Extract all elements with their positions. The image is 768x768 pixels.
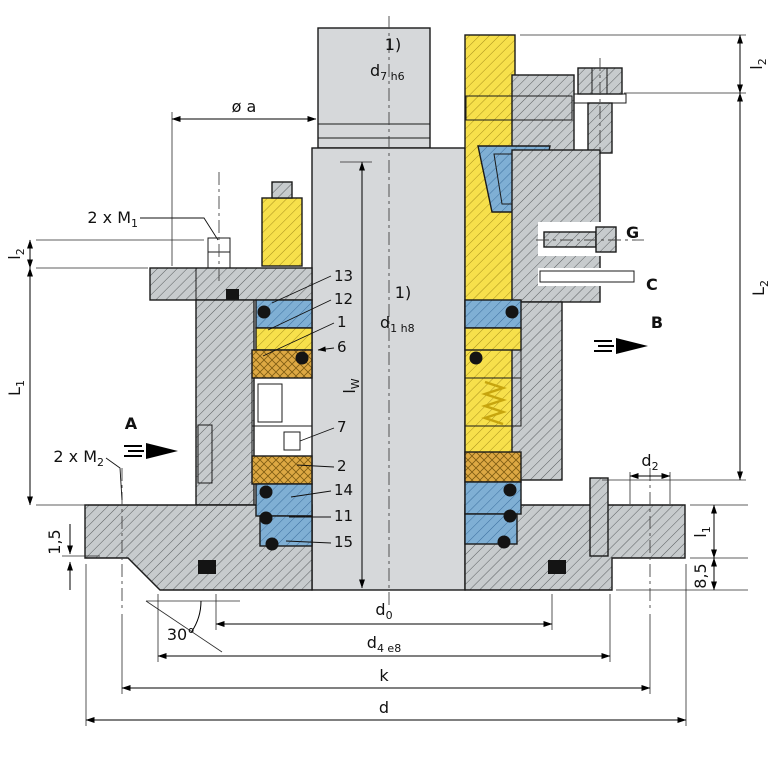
dim-label-d: d: [379, 698, 389, 717]
angle-arc: [191, 600, 202, 632]
part-label-12: 12: [334, 290, 353, 308]
part-label-14: 14: [334, 481, 353, 499]
dim-label-angle: 30°: [167, 625, 195, 644]
part-label-6: 6: [337, 338, 347, 356]
leader-7: [299, 427, 335, 442]
flow-arrow-a: [146, 443, 178, 459]
flange-gasket: [198, 560, 216, 574]
clamp-washer: [465, 95, 573, 121]
shaft-upper-section: [317, 27, 431, 149]
leader-14: [290, 490, 332, 498]
label-B: B: [651, 313, 663, 332]
left-gland: [149, 181, 313, 506]
o-ring: [497, 535, 511, 549]
o-ring: [505, 305, 519, 319]
dim-label-l2-top: l2: [747, 58, 768, 69]
part-label-11: 11: [334, 507, 353, 525]
dim-label-L1: L1: [5, 380, 27, 396]
part-label-2: 2: [337, 457, 347, 475]
o-ring: [265, 537, 279, 551]
leader-12: [267, 299, 332, 331]
g-screw-shaft: [543, 231, 597, 248]
right-housing: [511, 149, 642, 481]
drive-ring: [251, 425, 313, 457]
flange-right: [464, 504, 686, 591]
o-ring: [503, 509, 517, 523]
packing-ring-lower: [251, 455, 313, 485]
flow-arrow-b: [616, 338, 648, 354]
o-ring: [503, 483, 517, 497]
seal-ring-upper-r: [464, 327, 522, 351]
spring-cavity-right: [464, 377, 522, 427]
part-callouts: 13 12 1 6 7 2 14 11 15: [262, 267, 353, 551]
coil-spring: [481, 380, 507, 426]
dim-label-d2: d2: [641, 451, 658, 473]
angle-chamfer-line: [145, 600, 223, 653]
leader-1: [262, 322, 335, 357]
m2-leader: [105, 457, 123, 501]
dim-label-d0: d0: [375, 600, 392, 622]
packing-ring-r: [464, 451, 522, 483]
flush-port: [197, 424, 213, 484]
leader-6: [317, 346, 335, 352]
dim-label-d4: d4 e8: [367, 633, 401, 655]
o-ring: [295, 351, 309, 365]
dim-label-L2: L2: [749, 280, 768, 296]
retainer-bolt: [271, 181, 293, 199]
o-ring: [259, 485, 273, 499]
label-C: C: [646, 275, 658, 294]
dim-label-l1: l1: [691, 526, 713, 537]
seal-internals-left: [251, 299, 313, 547]
footnote-top: 1): [385, 35, 401, 54]
dim-label-hub-offset: 8,5: [691, 563, 710, 588]
label-G: G: [626, 223, 639, 242]
gasket-seal: [226, 289, 239, 300]
bottom-flange: [84, 477, 686, 591]
dim-label-d7: d7 h6: [370, 61, 405, 83]
spring-retainer-block: [261, 197, 303, 267]
drive-pin: [283, 431, 301, 451]
footnote-mid: 1): [395, 283, 411, 302]
spring-block-left: [257, 383, 283, 423]
leader-15: [285, 540, 332, 544]
label-A: A: [125, 414, 138, 433]
dim-label-lw: lW: [340, 378, 362, 393]
seal-internals-right: [464, 299, 522, 545]
dim-label-m1: 2 x M1: [87, 208, 138, 230]
dim-label-plate-gap: 1,5: [45, 529, 64, 554]
dimensions: ø a 1) d7 h6 l2 L2 l2 L1 l1 8,5: [5, 34, 768, 726]
dim-label-d1: d1 h8: [380, 313, 415, 335]
o-rings: [257, 305, 519, 551]
o-ring: [257, 305, 271, 319]
dim-label-dia-a: ø a: [232, 97, 257, 116]
grub-screw: [589, 477, 609, 557]
seal-housing-left: [195, 299, 255, 506]
part-label-15: 15: [334, 533, 353, 551]
dim-label-k: k: [379, 666, 389, 685]
centerlines: [121, 16, 651, 612]
part-label-1: 1: [337, 313, 347, 331]
clamp-ring: [511, 74, 575, 152]
shaft-main-section: [311, 147, 466, 591]
view-arrows: A B G C: [124, 223, 663, 459]
g-screw-head: [595, 226, 617, 253]
part-label-13: 13: [334, 267, 353, 285]
dim-label-m2: 2 x M2: [53, 447, 104, 469]
c-setting-shim: [539, 270, 635, 283]
o-ring: [469, 351, 483, 365]
part-label-7: 7: [337, 418, 347, 436]
m1-leader: [140, 217, 219, 241]
flange-gasket: [548, 560, 566, 574]
shaft-sleeve: [464, 34, 516, 481]
shaft: [311, 27, 466, 591]
leader-2: [296, 464, 335, 468]
dim-label-l2-left: l2: [5, 248, 27, 259]
leader-13: [271, 275, 332, 304]
o-ring: [259, 511, 273, 525]
